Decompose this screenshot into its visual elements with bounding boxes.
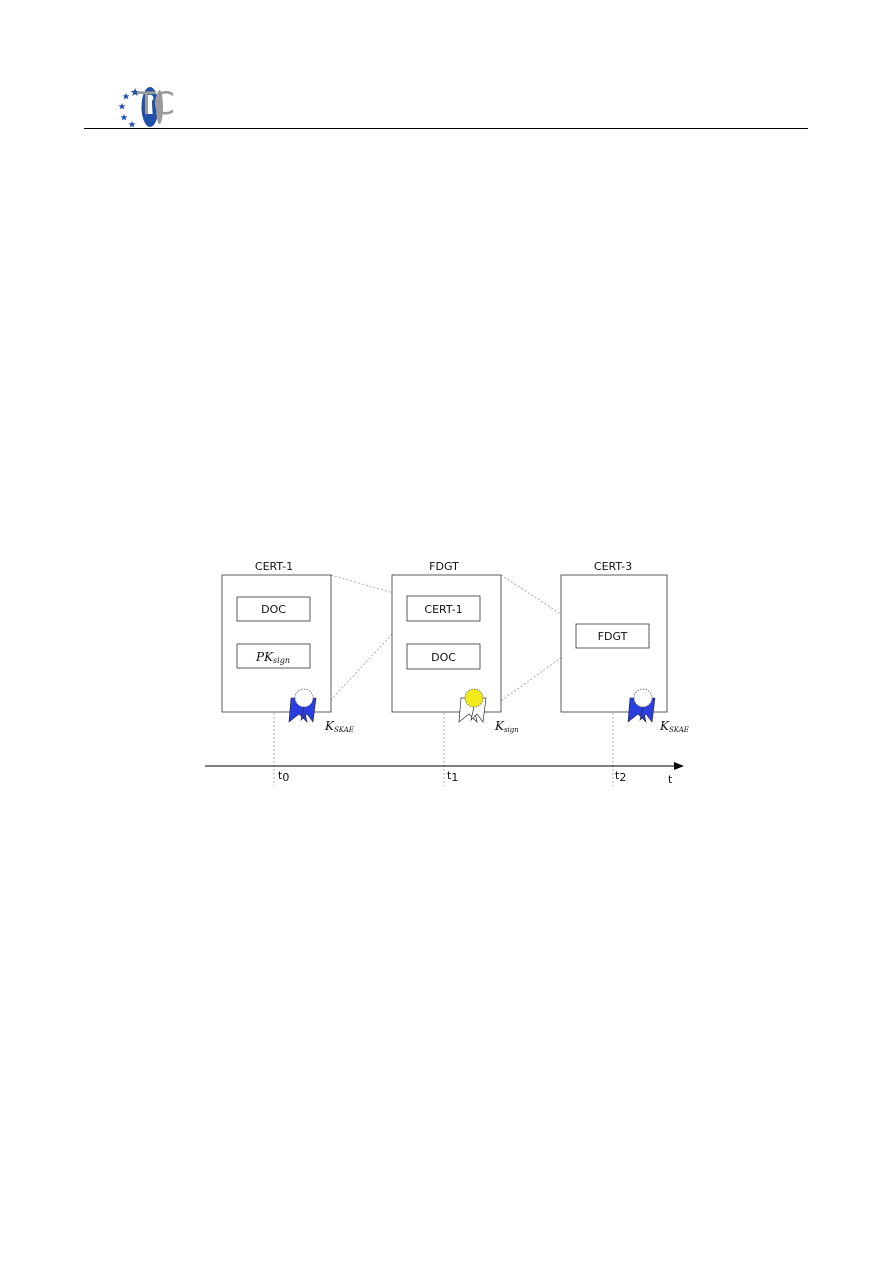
diagram-canvas: CERT-1 DOC PKsign FDGT CERT-1 DOC CERT-3 [205, 560, 689, 786]
document-cert-1: CERT-1 DOC PKsign [221, 560, 332, 713]
content-box [236, 643, 311, 669]
pk-sign-label: PKsign [255, 650, 290, 665]
logo-stars [118, 88, 140, 128]
content-box [236, 596, 311, 622]
seal-icon [288, 688, 317, 723]
document-fdgt: FDGT CERT-1 DOC [391, 560, 502, 713]
content-label: CERT-1 [424, 603, 462, 616]
content-box [406, 595, 481, 622]
content-box [575, 623, 650, 649]
connector-line [500, 574, 577, 625]
document-title: CERT-3 [594, 560, 632, 573]
document-frame [221, 574, 332, 713]
seal-icon [458, 688, 487, 724]
seal-icon [627, 688, 656, 723]
seal-key-label: KSKAE [659, 719, 689, 734]
time-axis-label: t [668, 773, 673, 786]
content-label: FDGT [598, 630, 628, 643]
document-cert-3: CERT-3 FDGT [560, 560, 668, 713]
document-title: FDGT [429, 560, 459, 573]
signature-timeline-diagram: CERT-1 DOC PKsign FDGT CERT-1 DOC CERT-3 [195, 550, 705, 795]
time-tick-label: t0 [278, 769, 289, 784]
content-label: DOC [261, 603, 286, 616]
content-box [406, 643, 481, 670]
page-header: TC [84, 82, 808, 130]
document-title: CERT-1 [255, 560, 293, 573]
document-frame [391, 574, 502, 713]
content-label: DOC [431, 651, 456, 664]
seal-key-label: Ksign [494, 719, 519, 734]
time-tick-label: t2 [615, 769, 626, 784]
time-tick-label: t1 [447, 769, 458, 784]
seal-key-label: KSKAE [324, 719, 354, 734]
header-rule [84, 128, 808, 129]
itc-logo [118, 87, 163, 128]
logo-text: TC [137, 86, 175, 122]
